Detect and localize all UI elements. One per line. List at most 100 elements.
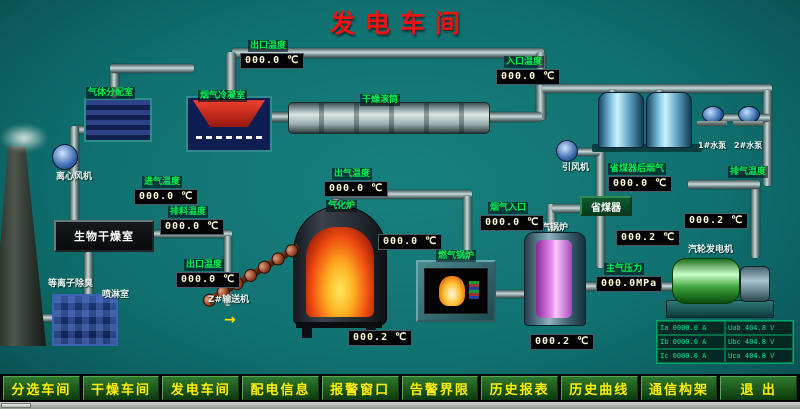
pipe bbox=[110, 64, 119, 100]
label-centrifugal-fan: 离心风机 bbox=[56, 172, 93, 182]
menu-button-power-distribution-info[interactable]: 配电信息 bbox=[242, 376, 319, 400]
pipe bbox=[763, 90, 772, 186]
label-gas-distribution: 气体分配室 bbox=[86, 87, 136, 99]
reading-label-exhaust-temp: 排气温度 bbox=[728, 166, 769, 178]
menu-button-history-curve[interactable]: 历史曲线 bbox=[560, 376, 638, 400]
pipe bbox=[542, 84, 772, 93]
gas-distribution-room[interactable] bbox=[84, 98, 152, 142]
reading-label-outlet-temp-top: 出口温度 bbox=[248, 40, 289, 52]
menu-button-drying-workshop[interactable]: 干燥车间 bbox=[82, 376, 160, 400]
economizer[interactable]: 省煤器 bbox=[580, 196, 632, 216]
reading-value-gasifier-bottom: 000.2 ℃ bbox=[348, 330, 413, 346]
reading-value-outlet-temp-top: 000.0 ℃ bbox=[240, 53, 305, 69]
label-turbine-generator: 汽轮发电机 bbox=[688, 245, 734, 255]
gas-boiler[interactable] bbox=[416, 260, 496, 322]
menu-button-alarm-window[interactable]: 报警窗口 bbox=[321, 376, 399, 400]
menu-button-alarm-limits[interactable]: 告警界限 bbox=[401, 376, 479, 400]
flue-gas-condenser[interactable] bbox=[186, 96, 272, 152]
reading-label-intake-temp: 进气温度 bbox=[142, 176, 183, 188]
label-gas-boiler: 燃气锅炉 bbox=[436, 250, 477, 262]
reading-value-gasifier-line: 000.0 ℃ bbox=[378, 234, 443, 250]
reading-label-outlet-temp-bio: 出口温度 bbox=[184, 259, 225, 271]
smoke bbox=[0, 124, 48, 152]
gasifier-flame bbox=[306, 227, 374, 317]
plasma-deodorizer-unit[interactable] bbox=[52, 294, 118, 346]
label-plasma-deodorizer: 等离子除臭 bbox=[48, 279, 94, 289]
pipe bbox=[570, 148, 600, 156]
table-cell: Ic 0000.0 A bbox=[657, 349, 725, 363]
pipe bbox=[536, 52, 546, 120]
flow-arrow-icon: → bbox=[224, 312, 236, 328]
reading-value-inlet-temp: 000.0 ℃ bbox=[496, 69, 561, 85]
label-pump-2: 2#水泵 bbox=[734, 141, 763, 150]
pump-base bbox=[733, 121, 763, 126]
centrifugal-fan[interactable] bbox=[52, 144, 78, 170]
reading-label-inlet-temp: 入口温度 bbox=[504, 56, 545, 68]
condenser-hot-zone bbox=[192, 100, 266, 128]
pipe bbox=[486, 112, 542, 122]
table-cell: Ib 0000.0 A bbox=[657, 335, 725, 349]
reading-label-fluegas-inlet: 烟气入口 bbox=[488, 202, 529, 214]
reading-value-steamboiler-bottom: 000.2 ℃ bbox=[530, 334, 595, 350]
label-conveyor: Z#输送机 bbox=[208, 295, 250, 305]
conveyor-roller bbox=[241, 266, 260, 285]
reading-label-discharge-temp: 排料温度 bbox=[168, 206, 209, 218]
boiler-screen-detail bbox=[469, 281, 479, 299]
reading-value-intake-temp: 000.0 ℃ bbox=[134, 189, 199, 205]
reading-value-fluegas-inlet: 000.0 ℃ bbox=[480, 215, 545, 231]
pipe bbox=[463, 196, 472, 262]
reading-value-after-economizer: 000.0 ℃ bbox=[608, 176, 673, 192]
drying-drum[interactable] bbox=[288, 102, 490, 134]
label-steam-boiler: 蒸汽锅炉 bbox=[532, 223, 569, 233]
reading-value-main-steam-pressure: 000.0MPa bbox=[596, 276, 663, 292]
reading-value-exhaust-temp: 000.2 ℃ bbox=[684, 213, 749, 229]
table-cell: Ia 0000.0 A bbox=[657, 321, 725, 335]
bio-drying-room[interactable]: 生物干燥室 bbox=[54, 220, 154, 252]
label-gasifier: 气化炉 bbox=[326, 200, 358, 212]
pipe bbox=[264, 112, 294, 122]
boiler-screen bbox=[424, 268, 488, 314]
pipe bbox=[84, 252, 93, 296]
storage-tank-2[interactable] bbox=[646, 92, 692, 148]
taskbar bbox=[0, 402, 800, 409]
pipe bbox=[70, 126, 79, 222]
pipe bbox=[224, 236, 232, 306]
label-spray-room: 喷淋室 bbox=[102, 290, 130, 300]
gasifier-leg bbox=[302, 326, 312, 338]
label-induced-fan: 引风机 bbox=[562, 163, 590, 173]
menu-button-sorting-workshop[interactable]: 分选车间 bbox=[3, 376, 80, 400]
reading-value-economizer-out: 000.2 ℃ bbox=[616, 230, 681, 246]
pipe bbox=[232, 48, 544, 58]
induced-draft-fan[interactable] bbox=[556, 140, 578, 162]
reading-label-main-steam-pressure: 主气压力 bbox=[604, 263, 645, 275]
menu-button-communication-frame[interactable]: 通信构架 bbox=[640, 376, 718, 400]
pipe bbox=[110, 64, 194, 73]
bottom-menu-bar: 分选车间 干燥车间 发电车间 配电信息 报警窗口 告警界限 历史报表 历史曲线 … bbox=[0, 374, 800, 402]
menu-button-generation-workshop[interactable]: 发电车间 bbox=[162, 376, 240, 400]
pipe bbox=[688, 180, 760, 189]
gasifier-base bbox=[296, 322, 382, 328]
storage-tank-1[interactable] bbox=[598, 92, 644, 148]
pipe bbox=[547, 204, 556, 234]
steam-boiler[interactable] bbox=[524, 232, 586, 326]
table-cell: Uca 404.8 V bbox=[725, 349, 793, 363]
tank-base bbox=[592, 144, 702, 152]
pipe bbox=[226, 52, 236, 98]
gasifier-vessel[interactable] bbox=[293, 206, 387, 326]
chimney bbox=[0, 146, 46, 346]
menu-button-history-report[interactable]: 历史报表 bbox=[481, 376, 558, 400]
reading-value-outlet-temp-bio: 000.0 ℃ bbox=[176, 272, 241, 288]
reading-label-after-economizer: 省煤器后烟气 bbox=[608, 163, 667, 175]
label-drying-drum: 干燥滚筒 bbox=[360, 94, 401, 106]
condenser-water-line bbox=[196, 135, 262, 139]
reading-value-discharge-temp: 000.0 ℃ bbox=[160, 219, 225, 235]
pipe bbox=[552, 204, 602, 213]
taskbar-start-button[interactable] bbox=[1, 403, 31, 408]
pipe bbox=[494, 290, 526, 298]
reading-label-outgas-temp: 出气温度 bbox=[332, 168, 373, 180]
steam-boiler-glow bbox=[536, 240, 572, 318]
menu-button-exit[interactable]: 退 出 bbox=[720, 376, 798, 400]
pump-base bbox=[697, 121, 727, 126]
turbine-generator-body[interactable] bbox=[672, 258, 740, 304]
reading-value-outgas-temp: 000.0 ℃ bbox=[324, 181, 389, 197]
